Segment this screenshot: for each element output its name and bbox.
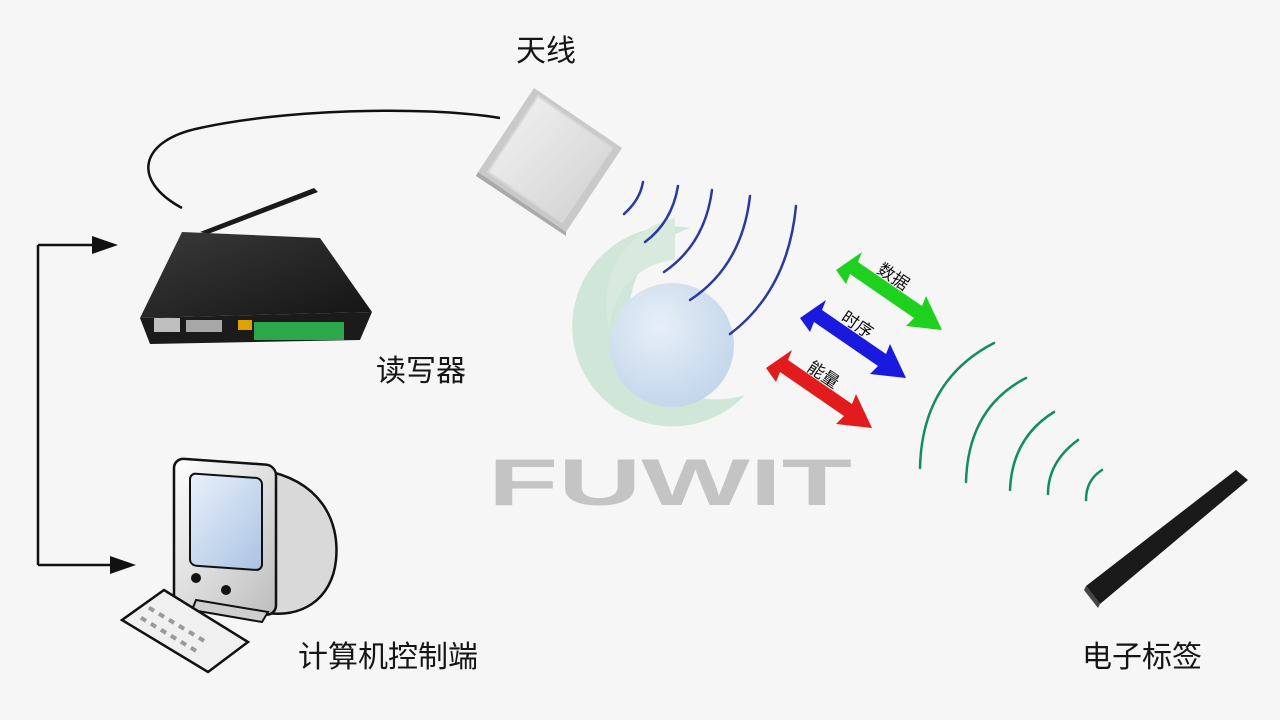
tag-waves [918, 341, 1104, 502]
keyboard-icon [119, 588, 251, 674]
reader-label: 读写器 [376, 354, 466, 389]
watermark-text: FUWIT [488, 445, 852, 519]
energy-arrow: 能量 [766, 350, 872, 428]
computer-label: 计算机控制端 [298, 640, 478, 675]
computer-icon [172, 457, 338, 624]
rfid-tag-icon [1084, 470, 1248, 608]
antenna-cable [147, 109, 501, 210]
arrow-head-to-pc [110, 556, 136, 574]
pc-reader-link [36, 236, 136, 574]
antenna-waves [622, 180, 798, 336]
antenna-icon [476, 88, 622, 236]
rfid-reader-icon [140, 188, 372, 344]
watermark-logo [572, 218, 745, 427]
tag-label: 电子标签 [1082, 640, 1202, 675]
antenna-label: 天线 [516, 34, 576, 69]
arrow-head-to-reader [92, 236, 118, 254]
